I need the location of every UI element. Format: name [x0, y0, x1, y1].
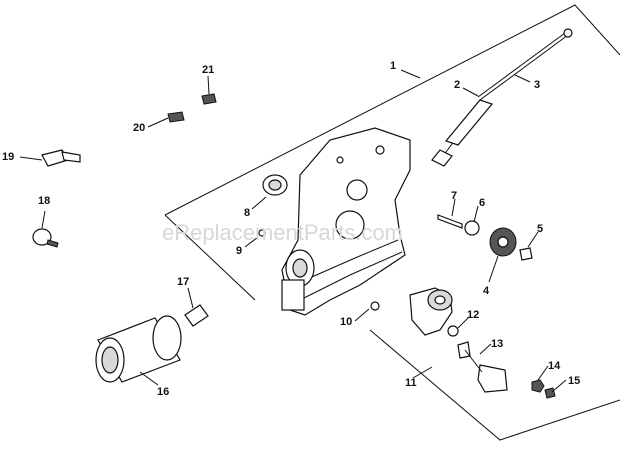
thrust-washer — [464, 220, 480, 236]
screw — [167, 111, 185, 123]
oil-seal — [262, 174, 288, 196]
bolt — [544, 387, 556, 399]
dowel-pin — [258, 229, 266, 237]
callout-2: 2 — [454, 79, 460, 91]
callout-4: 4 — [483, 285, 490, 297]
callout-19: 19 — [2, 151, 14, 163]
plug — [519, 247, 533, 261]
shaft — [437, 214, 463, 229]
dipstick — [431, 28, 573, 167]
pump-o-ring — [447, 325, 459, 337]
callout-6: 6 — [479, 197, 485, 209]
callout-8: 8 — [244, 207, 250, 219]
callout-9: 9 — [236, 245, 242, 257]
assembly-outline-lower — [164, 214, 256, 301]
leader-lines — [19, 69, 567, 393]
callout-17: 17 — [177, 276, 189, 288]
callout-14: 14 — [548, 360, 561, 372]
assembly-outline — [164, 4, 620, 216]
subassembly-outline — [369, 329, 620, 441]
filter-nipple — [184, 304, 209, 327]
screw-2 — [201, 93, 217, 105]
callout-5: 5 — [537, 223, 543, 235]
oil-pickup — [457, 341, 508, 393]
callout-3: 3 — [534, 79, 540, 91]
callout-10: 10 — [340, 316, 352, 328]
watermark: eReplacementParts.com — [162, 220, 403, 245]
callout-11: 11 — [405, 377, 417, 389]
elbow-fitting — [41, 149, 81, 167]
callout-13: 13 — [491, 338, 503, 350]
callout-20: 20 — [133, 122, 145, 134]
callout-21: 21 — [202, 64, 214, 76]
callout-15: 15 — [568, 375, 580, 387]
nut — [531, 379, 545, 393]
o-ring — [370, 301, 380, 311]
oil-pump-gear — [489, 227, 517, 257]
callout-1: 1 — [390, 60, 396, 72]
oil-pump — [409, 287, 453, 336]
callout-16: 16 — [157, 386, 169, 398]
callout-7: 7 — [451, 190, 457, 202]
crankcase-cover — [281, 127, 411, 316]
callout-18: 18 — [38, 195, 50, 207]
callout-12: 12 — [467, 309, 479, 321]
oil-filter — [95, 315, 182, 383]
oil-pressure-switch — [32, 228, 59, 248]
